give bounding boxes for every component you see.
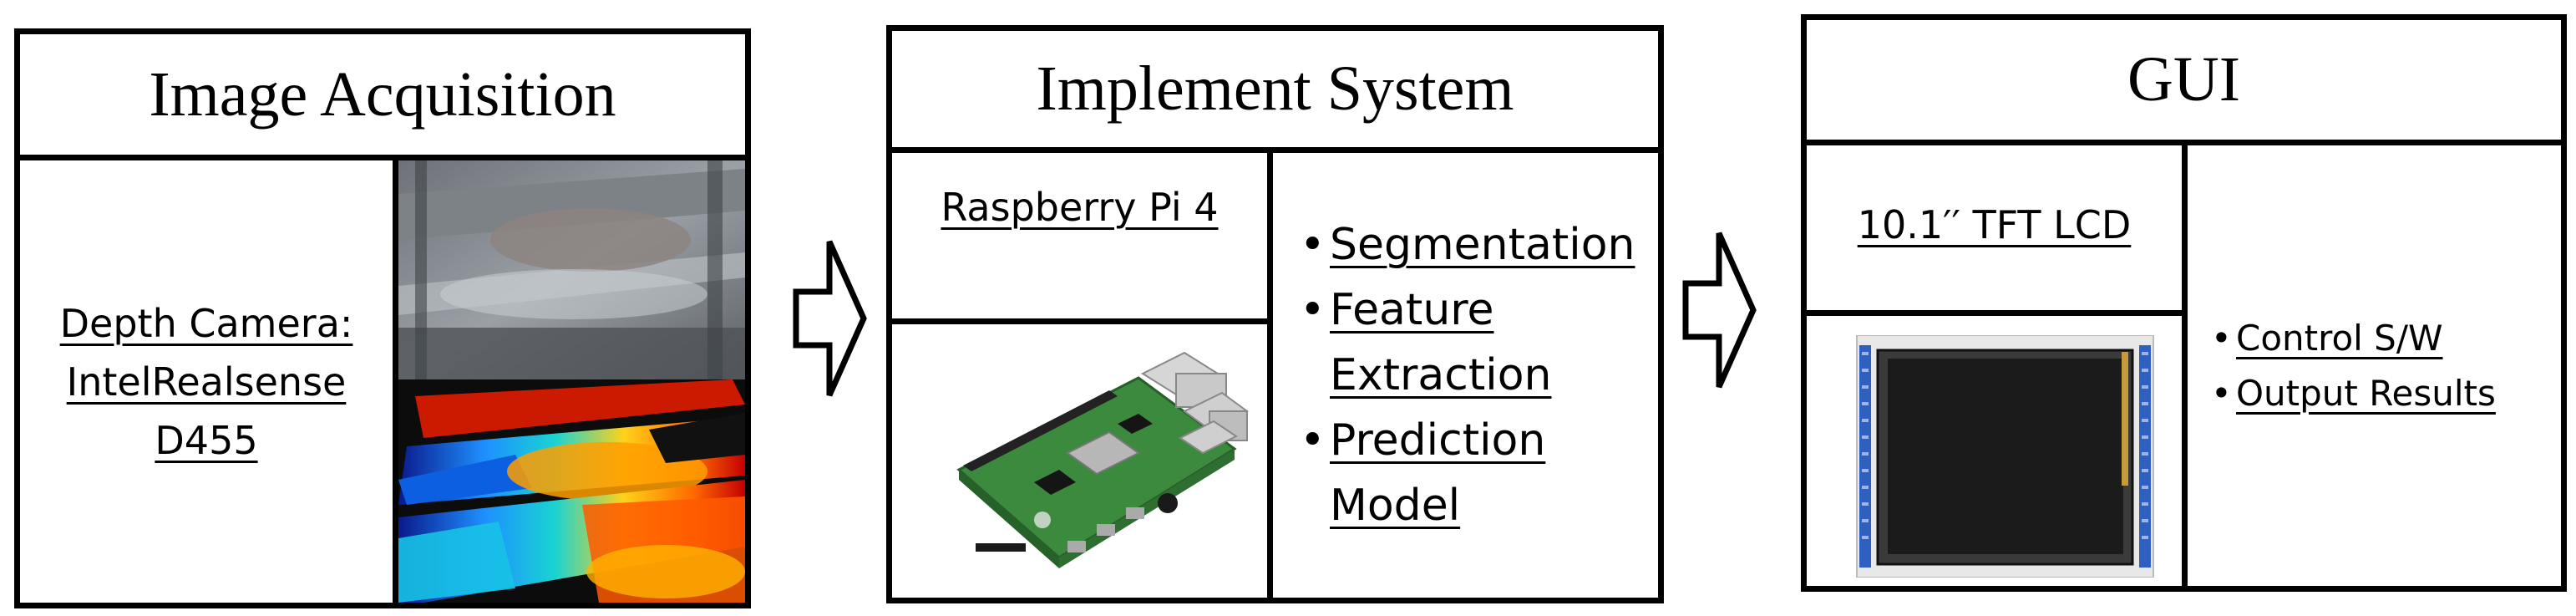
tft-lcd-image xyxy=(1853,334,2158,578)
list-item: • Segmentation xyxy=(1300,212,1635,277)
rgb-capture-image xyxy=(398,160,745,379)
display-label-cell: 10.1′′ TFT LCD xyxy=(1807,145,2182,310)
task-feature-line-1: Feature xyxy=(1330,285,1494,335)
board-label-cell: Raspberry Pi 4 xyxy=(892,153,1267,318)
image-acquisition-title-cell: Image Acquisition xyxy=(20,34,745,160)
divider xyxy=(1267,153,1273,598)
gui-panel: GUI 10.1′′ TFT LCD xyxy=(1801,14,2567,592)
divider xyxy=(892,318,1267,324)
camera-label-line-1: Depth Camera: xyxy=(59,300,353,346)
gui-title-cell: GUI xyxy=(1807,20,2561,145)
divider xyxy=(2182,145,2188,586)
divider xyxy=(393,160,398,603)
task-prediction-line-2: Model xyxy=(1330,481,1461,531)
system-tasks-cell: • Segmentation • Feature Extraction • Pr… xyxy=(1273,153,1658,598)
gui-tasks-cell: • Control S/W • Output Results xyxy=(2188,145,2561,586)
raspberry-pi-board-image xyxy=(942,344,1251,587)
image-acquisition-panel: Image Acquisition Depth Camera: IntelRea… xyxy=(14,28,751,608)
camera-label-line-3: D455 xyxy=(155,417,258,463)
bullet-icon: • xyxy=(2211,317,2232,359)
bullet-icon: • xyxy=(2211,372,2232,414)
task-segmentation: Segmentation xyxy=(1330,220,1635,270)
list-item: • Feature Extraction xyxy=(1300,277,1635,408)
flow-arrow-icon xyxy=(1682,232,1757,389)
list-item: • Control S/W xyxy=(2211,311,2496,366)
camera-label-line-2: IntelRealsense xyxy=(66,359,347,405)
gui-title: GUI xyxy=(2127,44,2241,115)
list-item: • Output Results xyxy=(2211,366,2496,421)
bullet-icon: • xyxy=(1300,220,1326,270)
task-prediction-line-1: Prediction xyxy=(1330,415,1546,466)
camera-label: Depth Camera: IntelRealsense D455 xyxy=(20,160,393,603)
bullet-icon: • xyxy=(1300,285,1326,335)
list-item: • Prediction Model xyxy=(1300,408,1635,538)
flow-arrow-icon xyxy=(793,240,867,397)
task-control-sw: Control S/W xyxy=(2236,317,2443,359)
gui-tasks-list: • Control S/W • Output Results xyxy=(2211,311,2496,421)
board-label: Raspberry Pi 4 xyxy=(941,185,1219,230)
task-output-results: Output Results xyxy=(2236,372,2496,414)
image-acquisition-title: Image Acquisition xyxy=(149,59,616,130)
implement-system-title-cell: Implement System xyxy=(892,31,1658,153)
implement-system-panel: Implement System Raspberry Pi 4 xyxy=(886,25,1664,603)
bullet-icon: • xyxy=(1300,415,1326,466)
implement-system-title: Implement System xyxy=(1036,53,1514,124)
depth-map-image xyxy=(398,379,745,603)
divider xyxy=(1807,310,2182,316)
task-feature-line-2: Extraction xyxy=(1330,350,1552,400)
system-tasks-list: • Segmentation • Feature Extraction • Pr… xyxy=(1300,212,1635,538)
display-label: 10.1′′ TFT LCD xyxy=(1857,202,2132,247)
